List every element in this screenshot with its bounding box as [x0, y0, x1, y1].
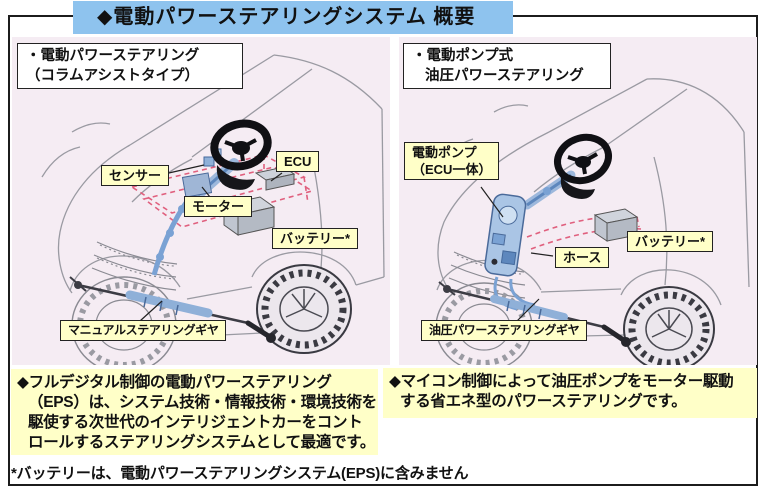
left-description: ◆フルデジタル制御の電動パワーステアリング （EPS）は、システム技術・情報技術…: [11, 369, 378, 455]
left-panel-heading: ・電動パワーステアリング （コラムアシストタイプ）: [17, 43, 243, 89]
battery-box: [593, 208, 639, 242]
left-description-line: 駆使する次世代のインテリジェントカーをコント: [28, 414, 363, 431]
right-panel-heading: ・電動ポンプ式 油圧パワーステアリング: [403, 43, 611, 89]
label-ecu: ECU: [276, 151, 320, 172]
footnote: *バッテリーは、電動パワーステアリングシステム(EPS)に含みません: [11, 465, 469, 482]
label-hose: ホース: [555, 247, 610, 268]
leader-lines: [480, 186, 554, 322]
label-manual-steering-gear: マニュアルステアリングギヤ: [60, 320, 227, 341]
label-motor: モーター: [184, 196, 253, 217]
right-heading-line2: 油圧パワーステアリング: [425, 68, 584, 84]
page-title-text: ◆電動パワーステアリングシステム 概要: [97, 6, 476, 28]
left-description-line: ◆フルデジタル制御の電動パワーステアリング: [17, 374, 332, 391]
label-electric-pump: 電動ポンプ （ECU一体）: [404, 142, 500, 180]
left-heading-line2: （コラムアシストタイプ）: [26, 68, 199, 84]
right-heading-line1: ・電動ポンプ式: [412, 48, 514, 64]
steering-rack: [69, 276, 276, 343]
label-sensor: センサー: [101, 165, 170, 186]
front-right-wheel: [256, 264, 352, 354]
left-heading-line1: ・電動パワーステアリング: [26, 48, 200, 64]
right-description-line: ◆マイコン制御によって油圧ポンプをモーター駆動: [389, 373, 734, 390]
right-description-line: する省エネ型のパワーステアリングです。: [400, 393, 687, 410]
front-right-wheel: [623, 286, 715, 365]
steering-wheel: [210, 119, 272, 190]
left-description-line: （EPS）は、システム技術・情報技術・環境技術を: [28, 394, 377, 411]
steering-wheel: [554, 133, 612, 199]
label-hydraulic-steering-gear: 油圧パワーステアリングギヤ: [421, 320, 588, 341]
label-electric-pump-line1: 電動ポンプ: [412, 145, 477, 160]
grille-sketch: [91, 241, 178, 291]
right-description: ◆マイコン制御によって油圧ポンプをモーター駆動 する省エネ型のパワーステアリング…: [383, 368, 757, 418]
left-description-line: ロールするステアリングシステムとして最適です。: [28, 434, 376, 451]
label-battery-right: バッテリー*: [627, 231, 714, 252]
assist-motor: [181, 172, 213, 198]
electric-pump: [484, 193, 527, 277]
page-title: ◆電動パワーステアリングシステム 概要: [73, 1, 513, 34]
label-battery-left: バッテリー*: [272, 228, 359, 249]
label-electric-pump-line2: （ECU一体）: [412, 162, 492, 177]
